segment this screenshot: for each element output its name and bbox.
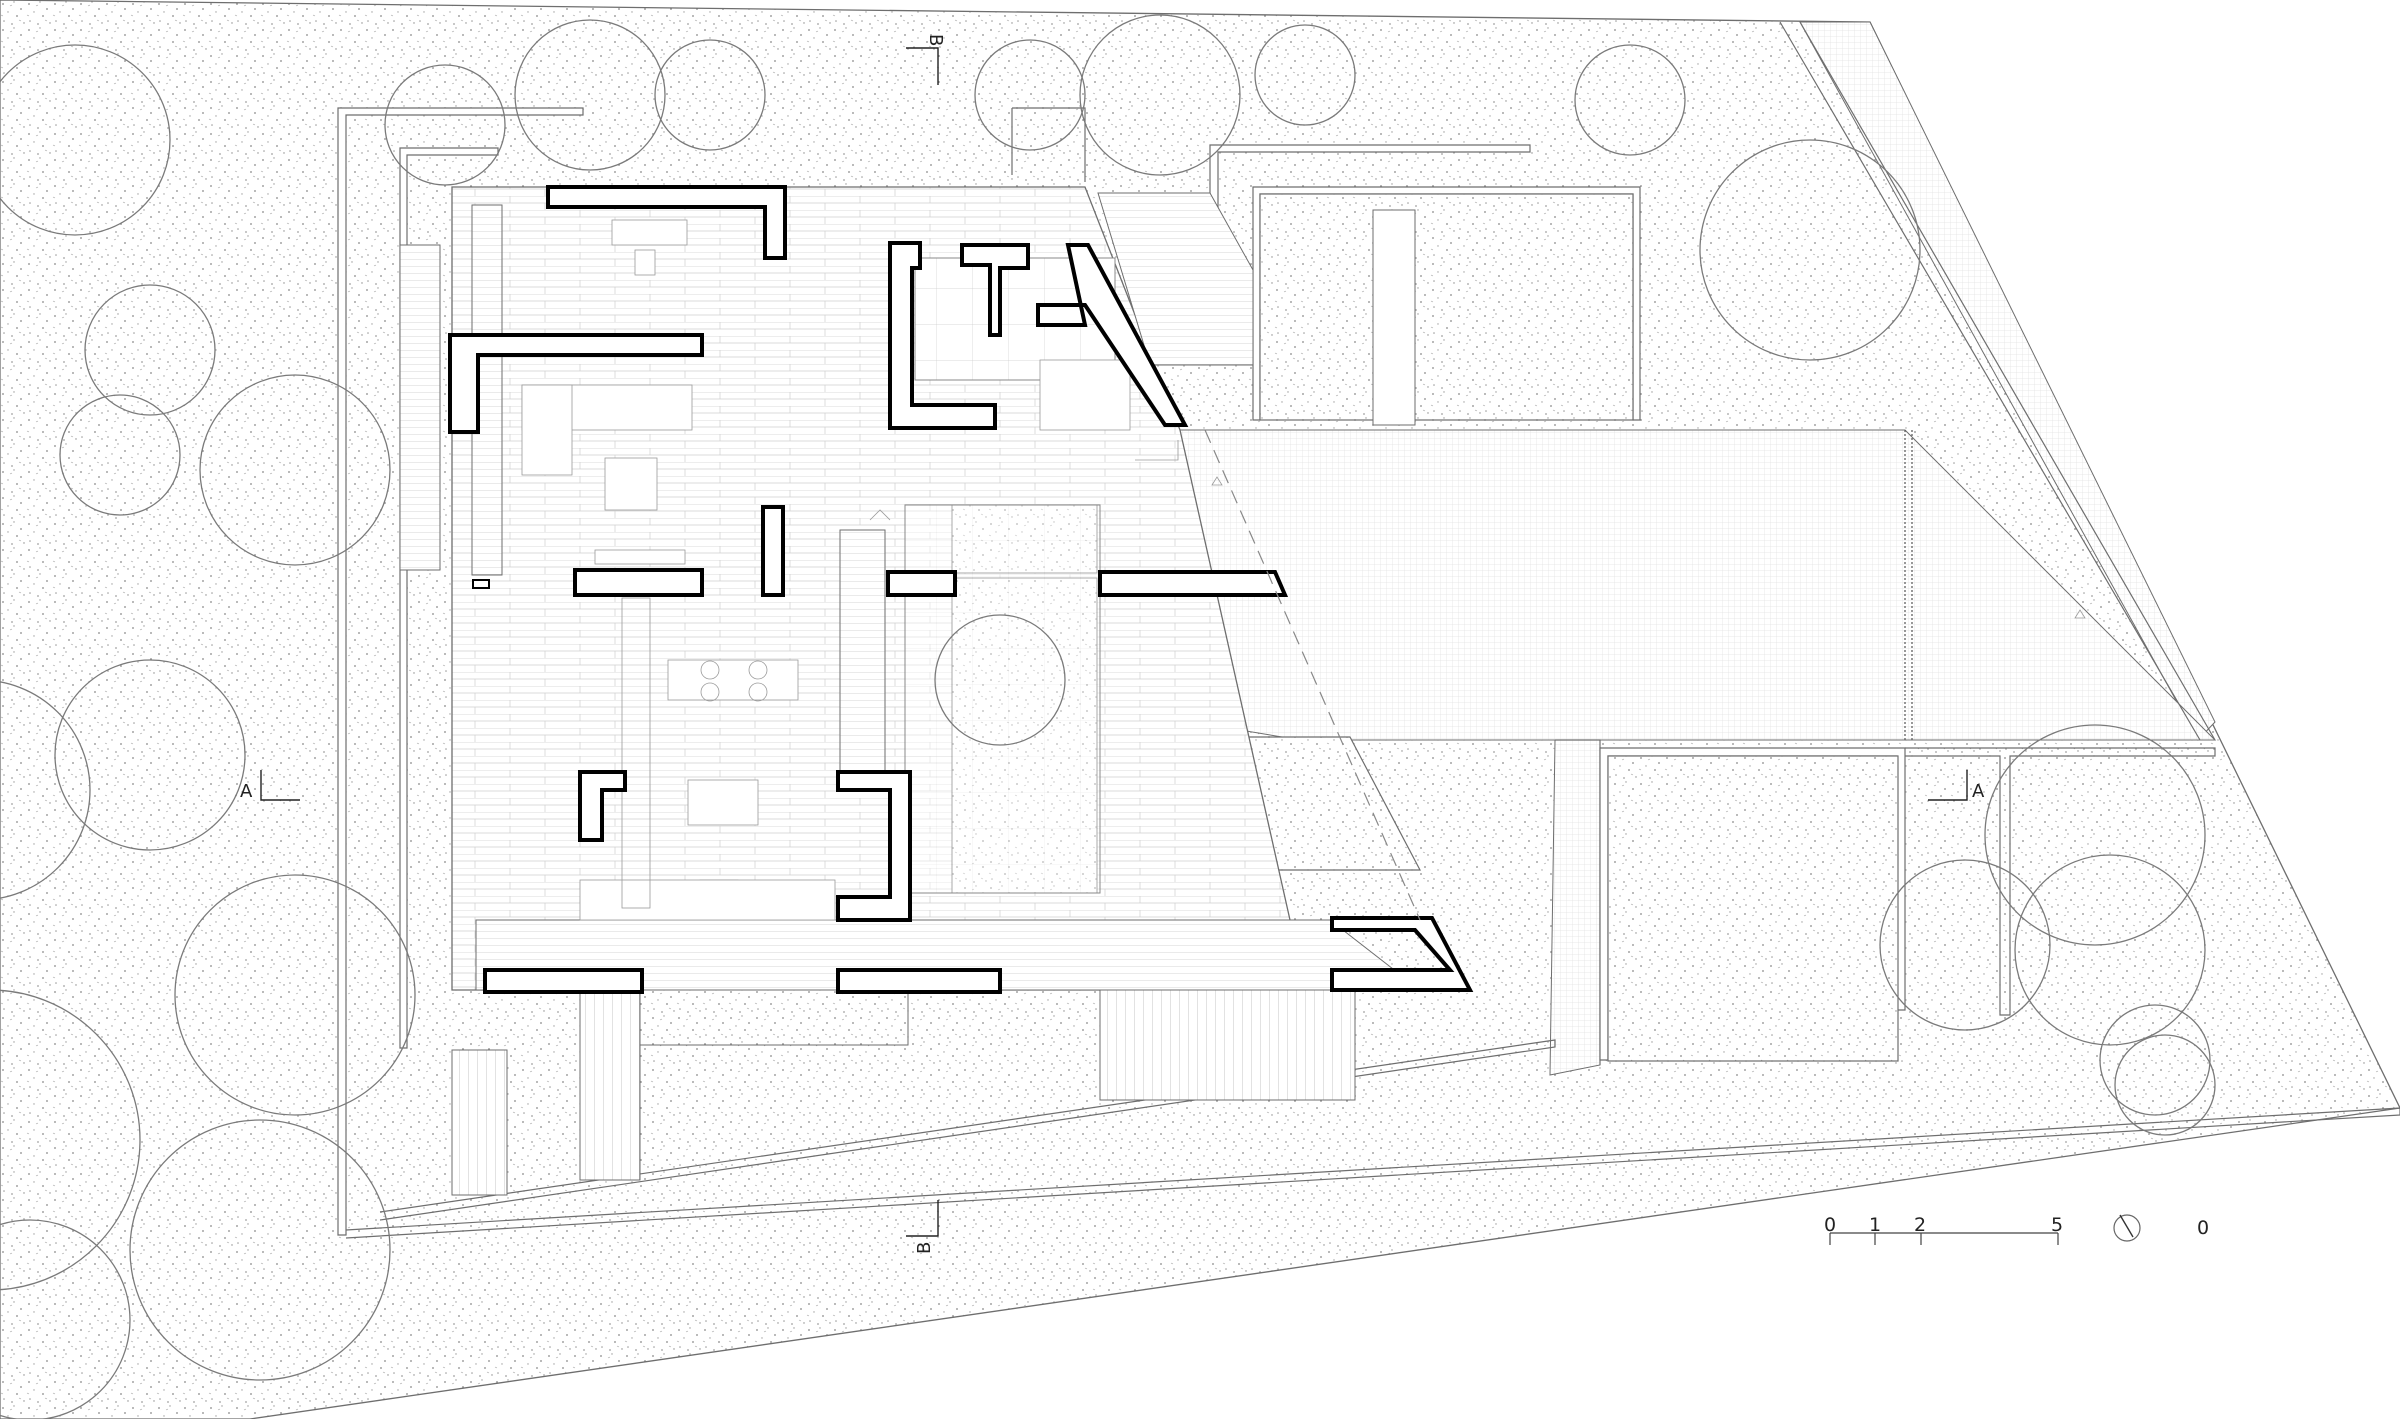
section-label-b-bottom: B [914,1242,935,1254]
section-marker-a-left [260,770,300,801]
level-marker-icon [1211,476,1223,486]
inner-court-frame [904,504,1101,894]
section-label-b-top: B [925,34,946,46]
trees [0,14,2216,1419]
paved-court-south [1549,739,1601,1076]
north-stair [1097,192,1254,366]
north-arrow-icon [2113,1214,2141,1242]
inner-stair [839,529,886,776]
scale-tick-2: 2 [1914,1214,1926,1236]
south-stair-mid [579,989,641,1181]
level-marker-icon [2074,609,2086,619]
garden-bed-se [1607,755,1899,1062]
south-terrace-bed [639,989,909,1046]
south-stair-east [1099,989,1356,1101]
site-walls [337,21,2400,1239]
section-label-a-right: A [1972,781,1985,802]
scale-bar [1829,1232,2059,1245]
section-label-a-left: A [240,781,253,802]
garden-bed-ne [1259,193,1634,421]
scale-tick-5: 5 [2051,1214,2063,1236]
garden-bed-ne-slot [1372,209,1416,426]
scale-tick-0: 0 [1824,1214,1836,1236]
furniture [521,219,1179,921]
structural-walls [448,185,1474,994]
section-marker-a-right [1928,770,1968,801]
north-label: 0 [2197,1217,2209,1239]
west-deck [399,244,441,571]
section-marker-b-top [906,47,939,85]
dashed-property-line [1204,429,1421,921]
section-marker-b-bottom [906,1200,939,1237]
scale-tick-1: 1 [1869,1214,1881,1236]
south-stair-west [451,1049,508,1196]
